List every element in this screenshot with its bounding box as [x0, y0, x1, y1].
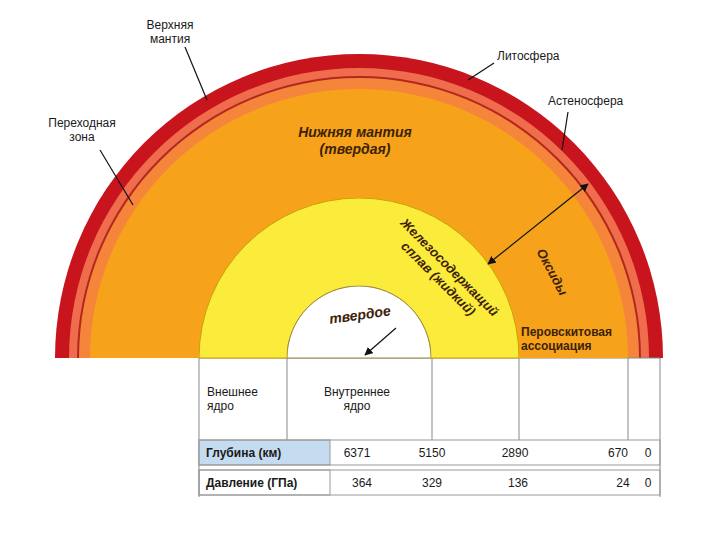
table-cell: 5150: [419, 446, 446, 460]
table-cell: 0: [645, 476, 652, 490]
table-cell: 136: [508, 476, 528, 490]
table-line: [287, 358, 288, 440]
table-row: [199, 470, 660, 495]
transition-zone-band: [79, 78, 639, 358]
table-cell: 364: [352, 476, 372, 490]
table-cell: 2890: [502, 446, 529, 460]
row-header: Давление (ГПа): [206, 476, 297, 490]
table-header-cell: [199, 470, 330, 495]
table-line: [519, 358, 520, 440]
leader-line: [562, 112, 568, 150]
lower-mantle-band-outline: [90, 89, 628, 358]
table-cell: 6371: [344, 446, 371, 460]
boundary-line: [77, 76, 641, 358]
table-header-cell: [199, 440, 330, 465]
table-line: [432, 358, 433, 440]
layer-name: Астеносфера: [548, 94, 623, 108]
table-cell: 670: [608, 446, 628, 460]
layer-label: Нижняя мантия (твердая): [293, 124, 418, 158]
asthenosphere-band: [69, 68, 649, 358]
layer-note: Перовскитовая ассоциация: [521, 325, 631, 354]
table-cell: 329: [422, 476, 442, 490]
inner-core-disk-outline: [287, 286, 431, 358]
table-row: [199, 440, 660, 465]
leader-line: [100, 150, 133, 205]
radius-arrow: [365, 328, 396, 355]
column-header: Внешнее ядро: [207, 385, 285, 414]
layer-name: Верхняя мантия: [135, 18, 205, 47]
leader-line: [185, 47, 207, 100]
lithosphere-band: [55, 54, 663, 358]
row-header: Глубина (км): [206, 446, 281, 460]
table-cell: 24: [616, 476, 629, 490]
table-line: [628, 358, 629, 440]
outer-core-band-outline: [199, 198, 519, 358]
layer-name: Переходная зона: [40, 116, 125, 145]
leader-line: [468, 63, 494, 80]
column-header: Внутреннее ядро: [312, 385, 402, 414]
layer-name: Литосфера: [497, 49, 560, 63]
table-cell: 0: [645, 446, 652, 460]
inner-core-disk: твердое: [287, 286, 431, 358]
